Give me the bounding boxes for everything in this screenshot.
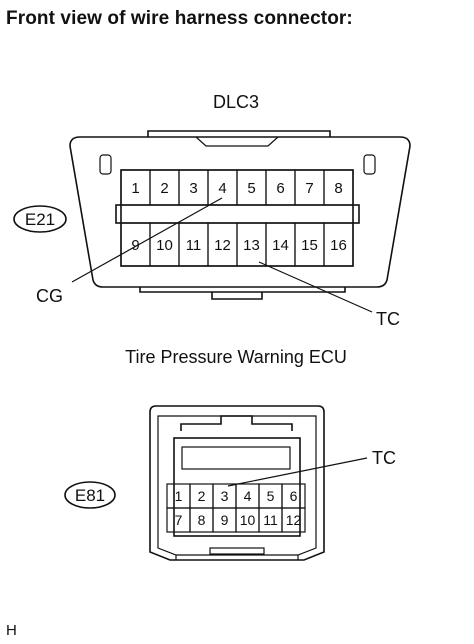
footer-letter: H: [6, 622, 17, 639]
dlc3-pin-label: 7: [305, 180, 313, 197]
ecu-pin-label: 2: [198, 488, 206, 504]
dlc3-pin-label: 2: [160, 180, 168, 197]
dlc3-pin-label: 3: [189, 180, 197, 197]
ecu-pin-label: 5: [267, 488, 275, 504]
dlc3-pin-label: 15: [301, 237, 318, 254]
ecu-tc-leader-line: [227, 457, 368, 487]
ecu-pin-label: 7: [175, 512, 183, 528]
dlc3-pin-label: 12: [214, 237, 231, 254]
dlc3-pin-label: 13: [243, 237, 260, 254]
dlc3-pin-label: 14: [272, 237, 289, 254]
ecu-pin-label: 6: [290, 488, 298, 504]
dlc3-pin-label: 16: [330, 237, 347, 254]
ecu-pin-label: 4: [244, 488, 252, 504]
dlc3-code: E21: [25, 210, 55, 229]
dlc3-pin-label: 10: [156, 237, 173, 254]
dlc3-pin-label: 11: [186, 237, 202, 254]
dlc3-connector-body: [69, 130, 411, 300]
dlc3-pin-cell: [323, 222, 354, 267]
dlc3-pin-label: 9: [131, 237, 139, 254]
tc-leader-line: [258, 261, 373, 313]
page-heading: Front view of wire harness connector:: [6, 8, 353, 29]
dlc3-pin-label: 8: [334, 180, 342, 197]
dlc3-pin-label: 6: [276, 180, 284, 197]
ecu-tc-callout: TC: [372, 448, 396, 468]
ecu-pin-label: 1: [175, 488, 183, 504]
ecu-code: E81: [75, 486, 105, 505]
cg-callout: CG: [36, 286, 63, 306]
dlc3-code-badge: E21: [13, 205, 67, 233]
dlc3-pin-label: 4: [218, 180, 226, 197]
ecu-pin-label: 3: [221, 488, 229, 504]
dlc3-pin-label: 5: [247, 180, 255, 197]
dlc3-pin-cell: [323, 169, 354, 206]
ecu-pin-label: 8: [198, 512, 206, 528]
ecu-pin-cell: [281, 507, 306, 533]
ecu-pin-label: 9: [221, 512, 229, 528]
ecu-pin-label: 10: [240, 512, 256, 528]
ecu-pin-label: 11: [263, 512, 278, 528]
ecu-title: Tire Pressure Warning ECU: [125, 347, 347, 367]
cg-leader-line: [71, 197, 223, 283]
ecu-pin-label: 12: [286, 512, 302, 528]
dlc3-title: DLC3: [213, 92, 259, 112]
dlc3-tc-callout: TC: [376, 309, 400, 329]
ecu-code-badge: E81: [64, 481, 116, 509]
ecu-connector-body: [149, 405, 325, 561]
dlc3-pin-label: 1: [131, 180, 139, 197]
